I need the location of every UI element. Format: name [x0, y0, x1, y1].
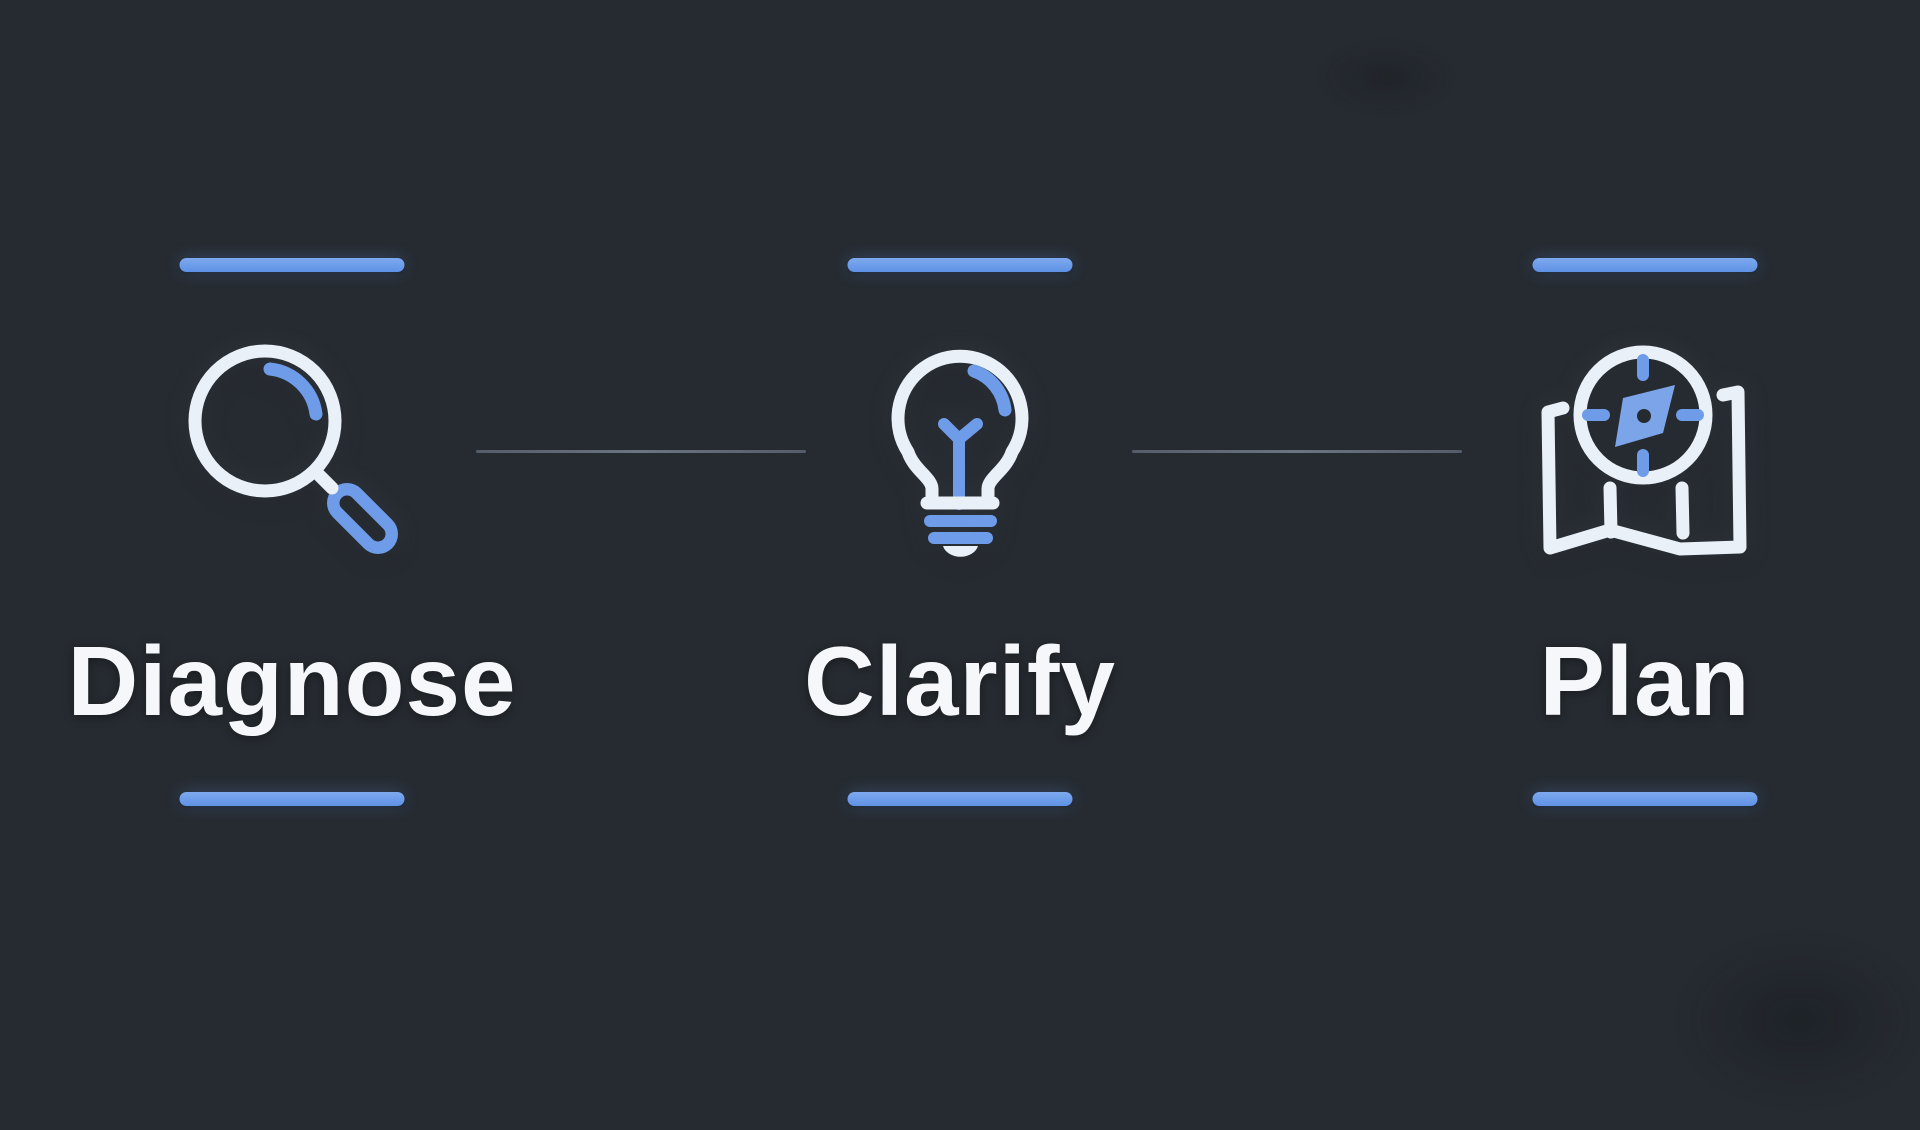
step-plan: Plan: [1405, 0, 1885, 1080]
accent-bar-bottom: [847, 792, 1073, 806]
step-label: Diagnose: [67, 626, 517, 736]
accent-bar-top: [847, 258, 1073, 272]
lightbulb-icon: [850, 338, 1070, 568]
step-label: Clarify: [803, 626, 1116, 736]
step-clarify: Clarify: [720, 0, 1200, 1080]
map-compass-icon: [1535, 342, 1755, 562]
step-diagnose: Diagnose: [52, 0, 532, 1080]
connector-line-1: [476, 450, 806, 453]
connector-line-2: [1132, 450, 1462, 453]
accent-bar-bottom: [179, 792, 405, 806]
process-diagram: Diagnose Clarify: [52, 0, 1920, 1130]
accent-bar-bottom: [1532, 792, 1758, 806]
accent-bar-top: [179, 258, 405, 272]
magnifier-icon: [177, 336, 407, 566]
step-label: Plan: [1539, 626, 1751, 736]
background-smudge: [1296, 30, 1476, 125]
accent-bar-top: [1532, 258, 1758, 272]
